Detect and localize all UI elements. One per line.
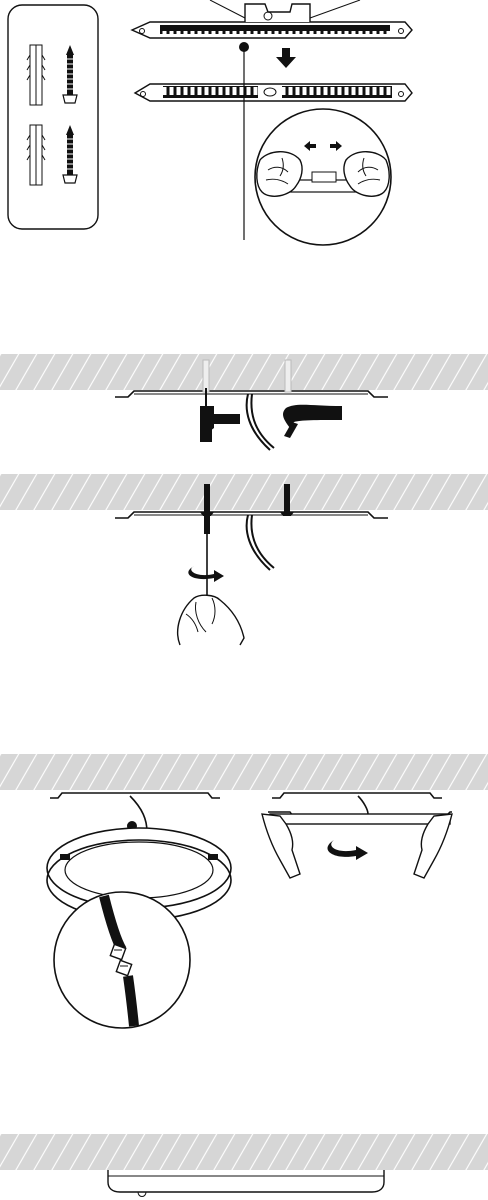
detail-callout-hands xyxy=(255,109,391,245)
power-cable xyxy=(247,515,274,570)
ceiling xyxy=(0,1134,488,1170)
rotate-arrow-icon xyxy=(188,566,224,582)
drill-icon xyxy=(200,388,240,442)
mounting-plate xyxy=(272,793,442,798)
power-cable xyxy=(247,394,274,450)
arrow-down-icon xyxy=(276,48,296,68)
mounting-plate xyxy=(50,793,220,798)
mounting-bracket xyxy=(135,84,412,101)
wall-plug-icon xyxy=(27,125,45,185)
ceiling xyxy=(0,754,488,790)
wall-plug-icon xyxy=(27,45,45,105)
light-fixture-mounted xyxy=(108,1170,384,1197)
hand-icon xyxy=(178,595,244,645)
step-5-panel xyxy=(0,1130,488,1200)
power-cable xyxy=(358,796,368,814)
hammer-icon xyxy=(283,405,342,438)
step-4-panel xyxy=(0,750,488,1040)
rotate-arrow-icon xyxy=(328,840,368,860)
detail-callout-wire-connector xyxy=(54,892,190,1028)
ceiling xyxy=(0,354,488,390)
step-3-panel xyxy=(0,470,488,650)
hardware-box xyxy=(8,5,98,229)
light-fixture-panel xyxy=(268,812,452,824)
step-1-panel xyxy=(0,0,488,250)
step-2-panel xyxy=(0,350,488,460)
mounting-bracket-assembled xyxy=(132,0,412,38)
ceiling xyxy=(0,474,488,510)
